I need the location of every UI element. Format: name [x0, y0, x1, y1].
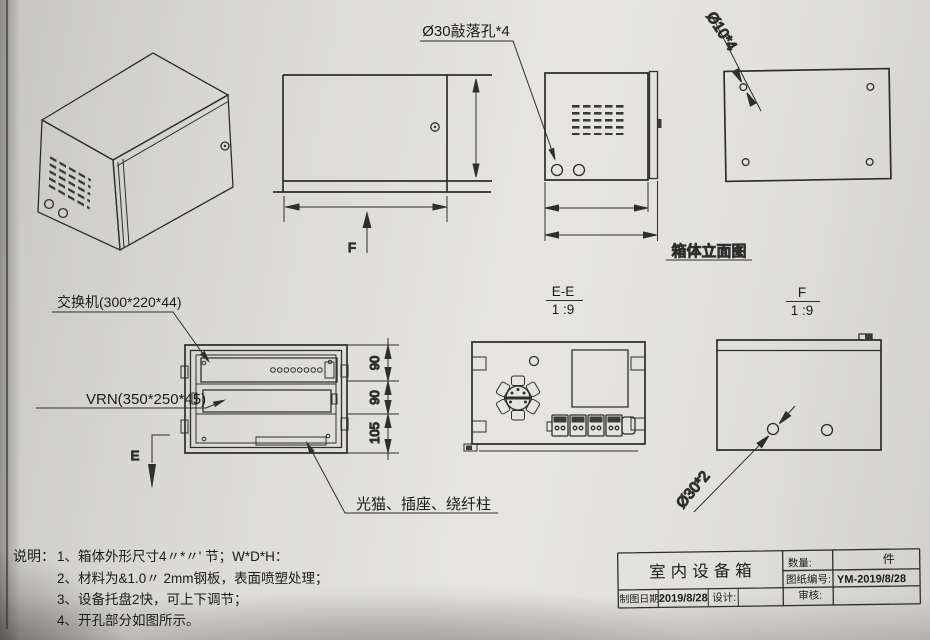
section-f-view: Ø30*2 — [672, 334, 881, 512]
drawing-no-value: YM-2019/8/28 — [837, 573, 906, 586]
side-view: 箱体立面图 — [545, 72, 752, 261]
note-line: 1、箱体外形尺寸4〃*〃' 节；W*D*H： — [57, 549, 288, 565]
dimension-lines — [545, 181, 658, 241]
dim-90-top: 90 — [367, 356, 382, 370]
opening-cutout — [572, 350, 628, 407]
notes: 说明： 1、箱体外形尺寸4〃*〃' 节；W*D*H： 2、材料为&1.0〃 2m… — [13, 548, 329, 628]
switch-tray — [201, 358, 337, 382]
screw-dots — [202, 360, 332, 441]
knockout-label: Ø30敲落孔*4 — [422, 23, 510, 40]
cable-hole — [59, 209, 68, 218]
door-hole — [822, 425, 833, 436]
side-view-caption: 箱体立面图 — [671, 243, 746, 260]
dim-90-mid: 90 — [367, 390, 382, 404]
vent-grille-iso — [48, 156, 91, 212]
wall-notches — [472, 357, 645, 432]
switch-callout: 交换机(300*220*44) — [52, 294, 213, 365]
audit-label: 审核: — [798, 589, 822, 602]
top-holes-label: Ø10*4 — [703, 9, 740, 54]
svg-text:F: F — [798, 285, 806, 300]
mount-hole — [742, 159, 749, 166]
mount-hole — [866, 158, 873, 165]
dim-105: 105 — [367, 422, 382, 444]
vrn-label: VRN(350*250*45) — [86, 391, 206, 408]
title-block: 室内设备箱 数量: 件 图纸编号: YM-2019/8/28 制图日期: 201… — [618, 549, 921, 608]
section-label-f: F 1 :9 — [786, 285, 820, 318]
switch-ports — [271, 362, 334, 378]
tray-layout-view: E 90 90 105 — [130, 338, 399, 489]
dimension-lines — [347, 338, 399, 460]
svg-text:1 :9: 1 :9 — [552, 302, 575, 317]
note-line: 3、设备托盘2快，可上下调节； — [57, 591, 248, 608]
modem-callout: 光猫、插座、绕纤柱 — [303, 439, 498, 513]
switch-label: 交换机(300*220*44) — [57, 294, 182, 310]
mount-hole — [740, 84, 747, 91]
date-label: 制图日期: — [619, 592, 662, 606]
view-e-letter: E — [131, 448, 140, 463]
dimension-lines — [284, 78, 480, 222]
door-hole — [768, 424, 779, 435]
isometric-view — [38, 53, 233, 250]
small-hole — [530, 357, 539, 366]
socket-strip — [547, 415, 635, 436]
notes-heading: 说明： — [13, 548, 55, 564]
note-line: 2、材料为&1.0〃 2mm钢板，表面喷塑处理； — [57, 571, 329, 587]
door-holes-label: Ø30*2 — [673, 468, 713, 512]
vrn-tray — [203, 390, 331, 412]
rail-clips — [181, 365, 348, 433]
bottom-tray — [256, 437, 326, 445]
fan-icon — [496, 376, 541, 420]
note-line: 4、开孔部分如图所示。 — [57, 613, 200, 628]
vent-grille — [571, 102, 625, 135]
section-ee-view — [464, 342, 645, 451]
knockout-hole — [574, 165, 585, 176]
knockout-callout: Ø30敲落孔*4 — [420, 23, 559, 162]
cable-hole — [45, 200, 54, 209]
vrn-callout: VRN(350*250*45) — [36, 391, 228, 408]
date-value: 2019/8/28 — [659, 592, 708, 605]
front-view: F — [273, 75, 492, 256]
drawing-title: 室内设备箱 — [649, 561, 757, 581]
qty-value: 件 — [883, 552, 895, 566]
hinge-bump — [657, 119, 662, 128]
lock-icon — [221, 142, 229, 150]
design-label: 设计: — [712, 591, 736, 604]
modem-row-label: 光猫、插座、绕纤柱 — [356, 496, 491, 513]
qty-label: 数量: — [788, 556, 812, 569]
lock-icon — [431, 123, 439, 131]
svg-text:E-E: E-E — [552, 284, 575, 299]
svg-text:1 :9: 1 :9 — [791, 303, 814, 318]
mount-hole — [867, 83, 874, 90]
knockout-hole — [552, 165, 563, 176]
view-f-letter: F — [348, 240, 356, 255]
drawing-no-label: 图纸编号: — [786, 573, 831, 587]
section-label-ee: E-E 1 :9 — [546, 284, 583, 317]
top-plate-view: Ø10*4 — [702, 8, 891, 182]
